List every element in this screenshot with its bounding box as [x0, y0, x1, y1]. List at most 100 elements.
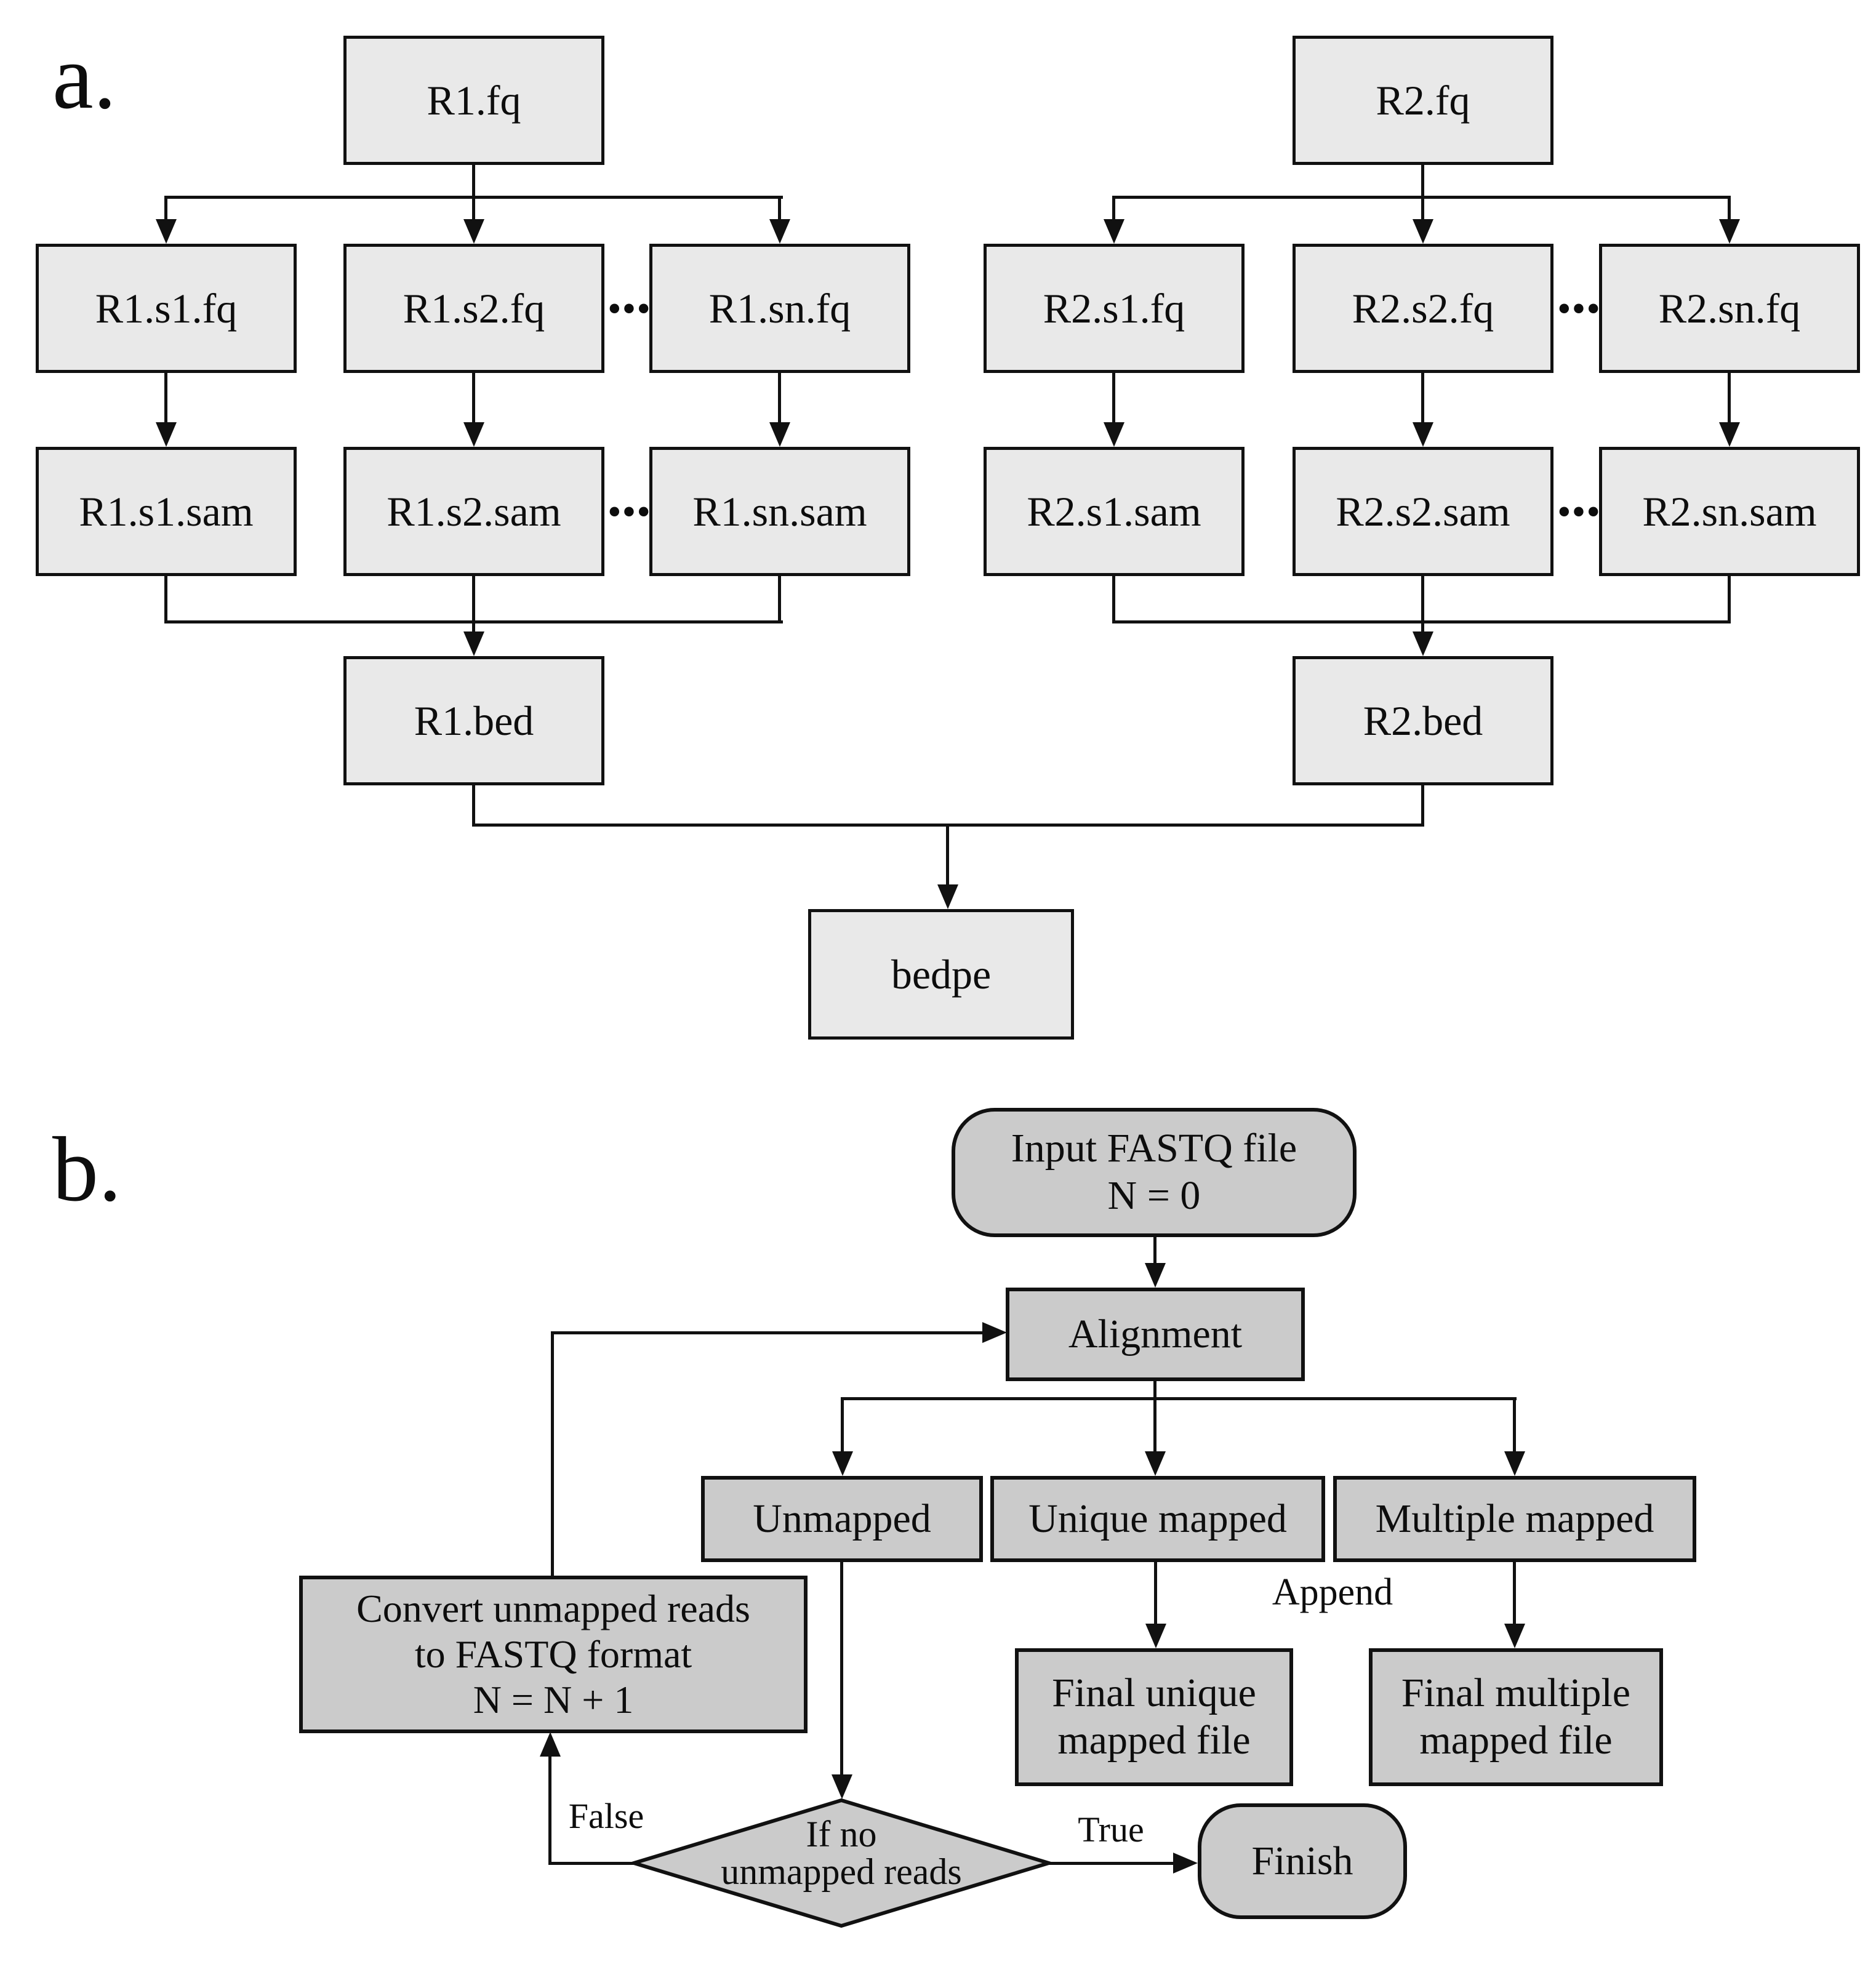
arrowhead-down	[1413, 219, 1433, 244]
connector-line	[548, 1862, 637, 1865]
connector-line	[1513, 1562, 1516, 1625]
arrowhead-down	[769, 219, 790, 244]
connector-line	[1112, 620, 1731, 623]
connector-line	[1112, 576, 1115, 623]
node-r2fq: R2.fq	[1293, 36, 1553, 165]
arrowhead-down	[1145, 1451, 1166, 1476]
node-unmapped: Unmapped	[701, 1476, 983, 1562]
node-label-line: mapped file	[1419, 1718, 1613, 1763]
node-label: R1.s2.sam	[387, 487, 561, 535]
connector-line	[946, 824, 949, 886]
arrowhead-down	[463, 631, 484, 656]
arrowhead-down	[1104, 219, 1124, 244]
node-r1s1sam: R1.s1.sam	[36, 447, 297, 576]
node-label: R2.s2.fq	[1352, 284, 1494, 332]
edge-label-false: False	[568, 1796, 644, 1836]
node-label-line: Input FASTQ file	[1011, 1126, 1297, 1171]
connector-line	[1728, 576, 1731, 623]
arrowhead-down	[156, 422, 177, 447]
arrowhead-down	[1504, 1451, 1525, 1476]
node-r1fq: R1.fq	[343, 36, 604, 165]
node-label: R1.s1.fq	[95, 284, 238, 332]
node-label: R2.s1.sam	[1027, 487, 1201, 535]
node-r2s1sam: R2.s1.sam	[984, 447, 1245, 576]
connector-line	[1513, 1398, 1516, 1453]
connector-line	[840, 1562, 843, 1776]
connector-line	[1421, 373, 1424, 425]
node-convert-unmapped: Convert unmapped reads to FASTQ format N…	[299, 1576, 808, 1733]
connector-line	[551, 1331, 554, 1577]
node-r2snsam: R2.sn.sam	[1599, 447, 1860, 576]
connector-line	[1728, 373, 1731, 425]
arrowhead-down	[156, 219, 177, 244]
connector-line	[1049, 1862, 1176, 1865]
arrowhead-down	[1145, 1263, 1166, 1288]
node-label: R1.sn.sam	[692, 487, 867, 535]
edge-label-append: Append	[1272, 1571, 1393, 1613]
connector-line	[164, 373, 167, 425]
arrowhead-up	[540, 1732, 561, 1757]
node-r1bed: R1.bed	[343, 656, 604, 785]
arrowhead-down	[1145, 1624, 1166, 1648]
node-unique-mapped: Unique mapped	[990, 1476, 1325, 1562]
node-label: R1.fq	[427, 76, 521, 124]
arrowhead-down	[937, 884, 958, 909]
panel-a-label: a.	[52, 26, 117, 128]
node-label-line: Convert unmapped reads	[356, 1586, 750, 1630]
node-finish: Finish	[1198, 1803, 1407, 1919]
arrowhead-down	[769, 422, 790, 447]
connector-line	[472, 373, 475, 425]
arrowhead-down	[463, 422, 484, 447]
node-label: R1.bed	[414, 697, 534, 744]
node-label: Multiple mapped	[1375, 1496, 1654, 1541]
connector-line	[164, 576, 167, 623]
connector-line	[1112, 197, 1115, 222]
node-label: bedpe	[891, 950, 992, 998]
connector-line	[1153, 1381, 1156, 1453]
connector-line	[548, 1755, 551, 1865]
arrowhead-down	[1719, 219, 1740, 244]
node-label: R1.s1.sam	[79, 487, 254, 535]
node-label-line: Final unique	[1052, 1670, 1256, 1716]
node-label: R2.sn.fq	[1658, 284, 1801, 332]
arrowhead-down	[1413, 631, 1433, 656]
node-label: R2.fq	[1376, 76, 1470, 124]
node-label: Unique mapped	[1028, 1496, 1287, 1541]
ellipsis: ···	[1554, 479, 1603, 544]
arrowhead-right	[982, 1322, 1007, 1343]
node-label: Alignment	[1068, 1311, 1243, 1357]
connector-line	[841, 1397, 1517, 1400]
node-r2bed: R2.bed	[1293, 656, 1553, 785]
node-alignment: Alignment	[1006, 1288, 1305, 1381]
connector-line	[472, 165, 475, 223]
node-label: R2.sn.sam	[1642, 487, 1817, 535]
node-label-line: N = 0	[1107, 1173, 1201, 1218]
diamond-shape	[627, 1798, 1056, 1928]
node-label-line: to FASTQ format	[414, 1632, 692, 1676]
node-r2s2sam: R2.s2.sam	[1293, 447, 1553, 576]
connector-line	[778, 197, 781, 222]
connector-line	[551, 1331, 984, 1334]
connector-line	[1153, 1237, 1156, 1264]
arrowhead-down	[463, 219, 484, 244]
ellipsis: ···	[1554, 276, 1603, 341]
connector-line	[1421, 165, 1424, 223]
connector-line	[778, 373, 781, 425]
node-r2snfq: R2.sn.fq	[1599, 244, 1860, 373]
connector-line	[1154, 1562, 1157, 1625]
node-multiple-mapped: Multiple mapped	[1333, 1476, 1696, 1562]
connector-line	[778, 576, 781, 623]
ellipsis: ···	[604, 479, 653, 544]
node-label-line: N = N + 1	[473, 1678, 634, 1722]
node-r1s2sam: R1.s2.sam	[343, 447, 604, 576]
node-bedpe: bedpe	[808, 909, 1074, 1040]
connector-line	[841, 1398, 844, 1453]
node-decision-diamond	[626, 1792, 1057, 1934]
node-r1snsam: R1.sn.sam	[649, 447, 910, 576]
node-r2s1fq: R2.s1.fq	[984, 244, 1245, 373]
node-label: R1.sn.fq	[708, 284, 851, 332]
connector-line	[472, 576, 475, 634]
decision-label-line: unmapped reads	[721, 1851, 962, 1893]
node-label: R2.s1.fq	[1043, 284, 1185, 332]
